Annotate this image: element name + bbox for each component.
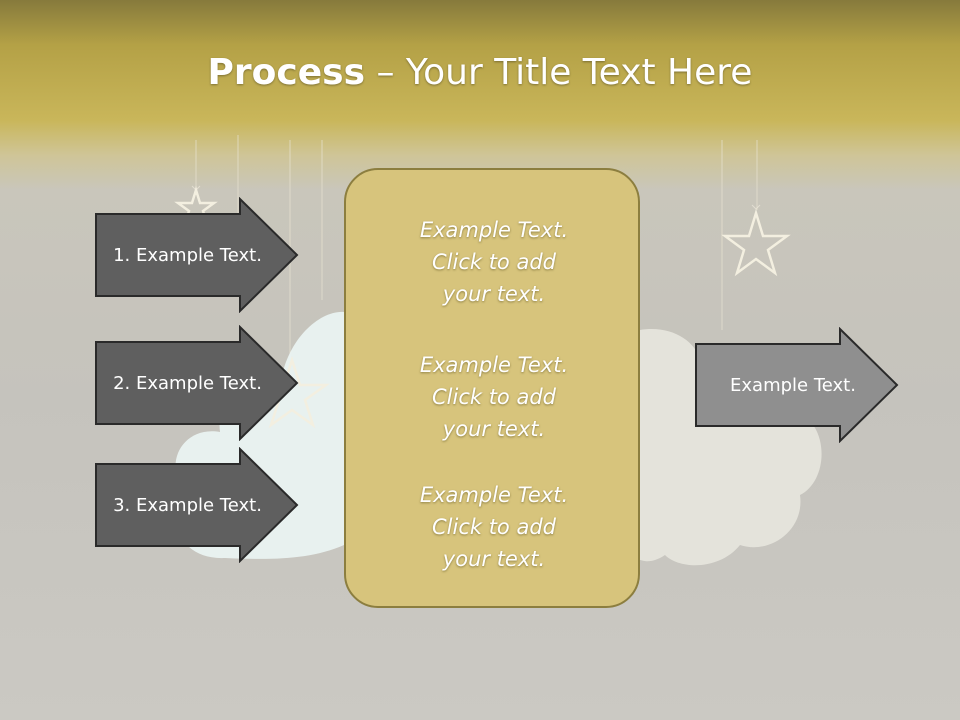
panel-text-1[interactable]: Example Text. Click to add your text.	[419, 218, 569, 306]
panel-text-3[interactable]: Example Text. Click to add your text.	[419, 483, 569, 571]
input-arrow-label: 3. Example Text.	[113, 494, 262, 516]
star-icon	[721, 208, 791, 277]
input-arrow-1[interactable]: 1. Example Text.	[95, 197, 299, 313]
output-arrow-label: Example Text.	[730, 374, 856, 396]
panel-text-2[interactable]: Example Text. Click to add your text.	[419, 353, 569, 441]
arrow-right-icon	[95, 447, 299, 563]
arrow-right-icon	[95, 325, 299, 441]
output-arrow[interactable]: Example Text.	[695, 327, 899, 443]
page-title: Process – Your Title Text Here	[0, 52, 960, 93]
arrow-right-icon	[695, 327, 899, 443]
process-panel[interactable]: Example Text. Click to add your text. Ex…	[344, 168, 640, 608]
input-arrow-3[interactable]: 3. Example Text.	[95, 447, 299, 563]
title-rest: – Your Title Text Here	[365, 52, 753, 93]
input-arrow-label: 1. Example Text.	[113, 244, 262, 266]
arrow-right-icon	[95, 197, 299, 313]
input-arrow-2[interactable]: 2. Example Text.	[95, 325, 299, 441]
title-bold: Process	[207, 52, 366, 93]
input-arrow-label: 2. Example Text.	[113, 372, 262, 394]
